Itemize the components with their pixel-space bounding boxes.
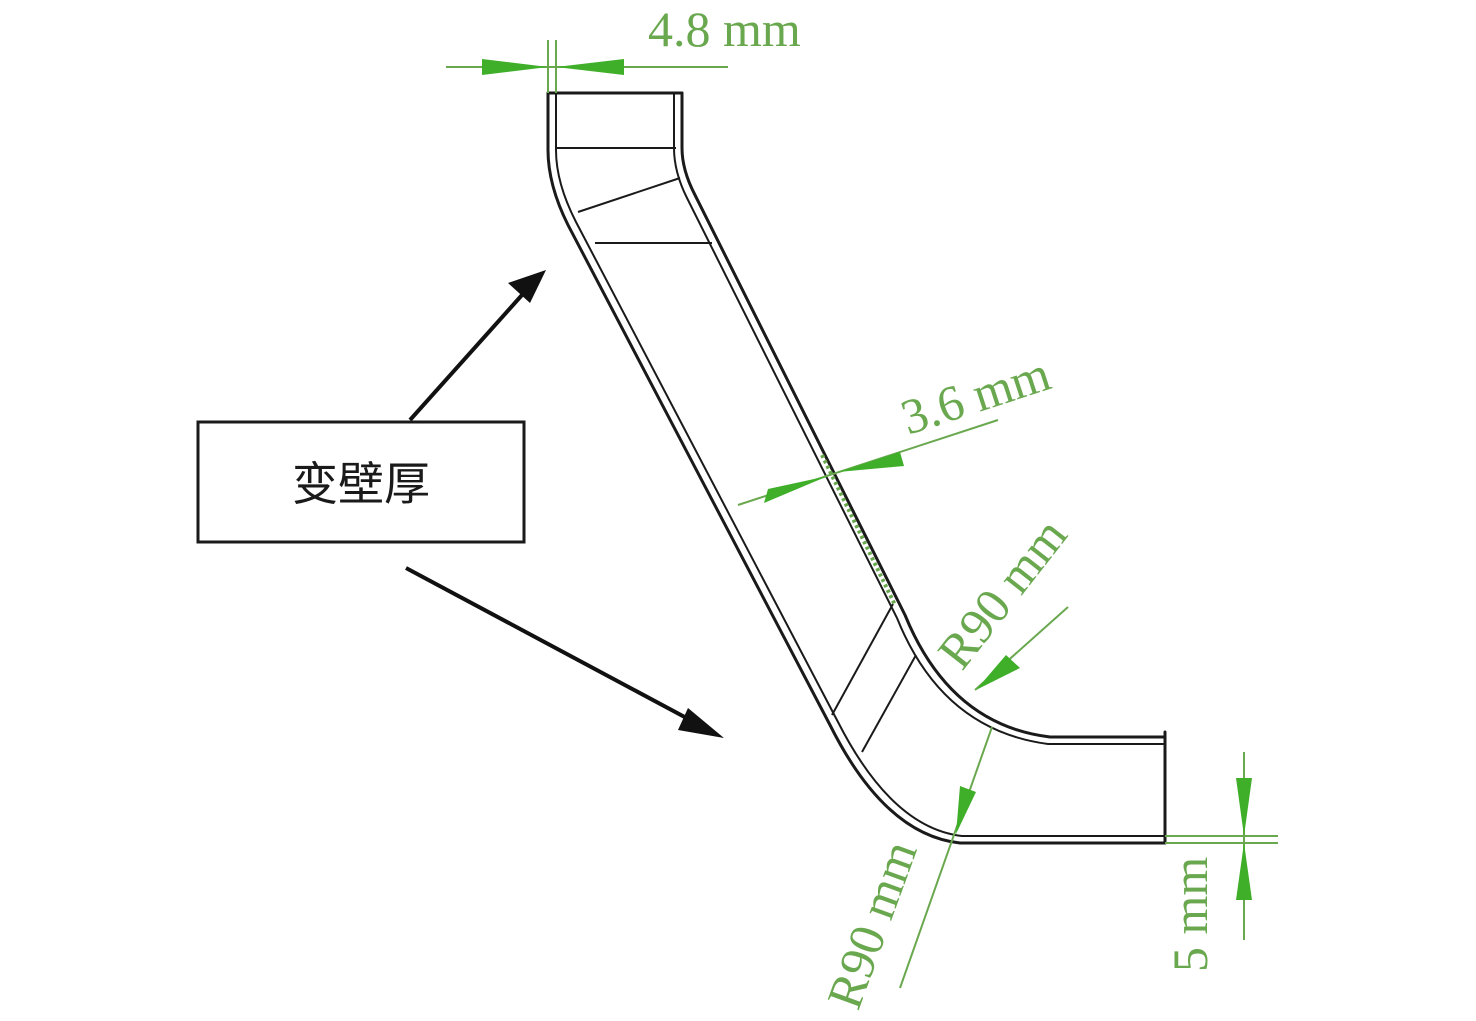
left-wall-outer [546, 91, 1167, 845]
arrow-down-right-icon [678, 708, 724, 738]
arrow-up-right-icon [508, 270, 546, 303]
dimension-mid-thickness: 3.6 mm [737, 345, 1057, 506]
arrow-down-icon [1236, 778, 1252, 836]
left-wall-inner [555, 93, 1165, 837]
outer-radius-label: R90 mm [816, 833, 928, 1015]
part-outline [546, 91, 1167, 845]
arrow-right-icon [482, 59, 548, 75]
top-width-label: 4.8 mm [648, 1, 801, 57]
dimension-outer-radius: R90 mm [816, 726, 993, 1016]
callout-box [196, 420, 526, 544]
arrow-icon [956, 786, 976, 834]
arrow-up-icon [1236, 843, 1252, 900]
section-line-2 [577, 177, 681, 213]
arrow-right-icon [764, 476, 828, 503]
leader-upper [408, 293, 524, 422]
dimension-bottom-thickness: 5 mm [1162, 752, 1278, 972]
inner-radius-label: R90 mm [927, 507, 1078, 678]
bottom-thickness-label: 5 mm [1162, 857, 1218, 972]
right-wall-inner [673, 93, 1165, 745]
right-wall-outer [680, 91, 1167, 739]
section-line-4 [831, 603, 894, 716]
arrow-left-icon [556, 59, 624, 75]
section-line-5 [861, 654, 917, 753]
dimension-top-width: 4.8 mm [446, 1, 801, 93]
callout: 变壁厚 [196, 270, 724, 738]
arrow-left-icon [838, 452, 904, 472]
callout-label: 变壁厚 [292, 457, 430, 511]
arrow-icon [976, 655, 1020, 690]
dimension-inner-radius: R90 mm [927, 507, 1078, 691]
mid-thickness-label: 3.6 mm [894, 345, 1057, 446]
leader-lower [405, 566, 695, 724]
thickness-hatch [820, 454, 897, 606]
